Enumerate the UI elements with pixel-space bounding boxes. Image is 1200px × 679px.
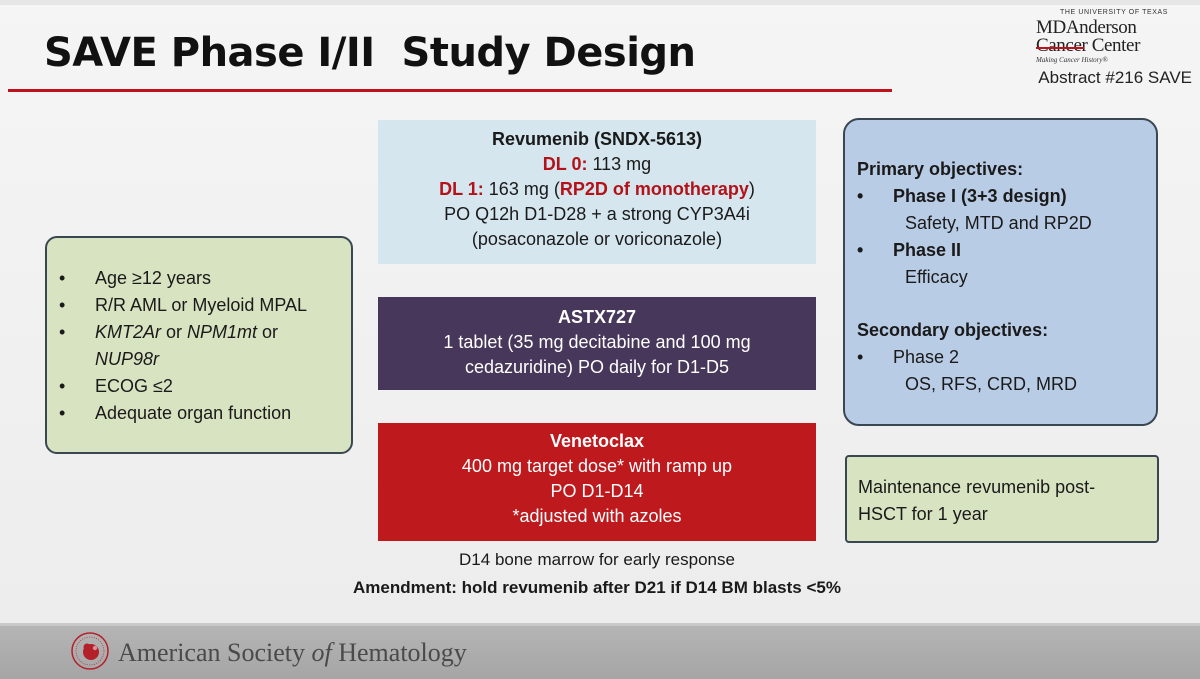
astx727-line2: cedazuridine) PO daily for D1-D5 — [464, 357, 730, 377]
phase2-detail: Efficacy — [905, 267, 968, 287]
revumenib-schedule: PO Q12h D1-D28 + a strong CYP3A4i — [444, 204, 750, 224]
bullet-icon: • — [857, 347, 864, 367]
md-anderson-logo: THE UNIVERSITY OF TEXAS MDAnderson Cance… — [1036, 9, 1167, 67]
revumenib-dl0: DL 0: 113 mg — [542, 154, 652, 174]
bullet-icon: • — [59, 295, 66, 315]
primary-objectives-heading: Primary objectives: — [857, 159, 1024, 179]
bullet-icon: • — [857, 240, 864, 260]
revumenib-box: Revumenib (SNDX-5613) DL 0: 113 mg DL 1:… — [378, 120, 816, 264]
list-item: •ECOG ≤2 — [59, 373, 351, 400]
list-item: •Phase II — [857, 237, 1156, 264]
logo-university: THE UNIVERSITY OF TEXAS — [1060, 9, 1169, 16]
venetoclax-box: Venetoclax 400 mg target dose* with ramp… — [378, 423, 816, 541]
bullet-icon: • — [857, 186, 864, 206]
revumenib-dl1: DL 1: 163 mg (RP2D of monotherapy) — [439, 179, 755, 199]
bullet-icon: • — [59, 376, 66, 396]
ash-seal-icon — [71, 632, 109, 670]
abstract-number: Abstract #216 SAVE — [1038, 68, 1192, 87]
eligibility-list: •Age ≥12 years •R/R AML or Myeloid MPAL … — [59, 265, 351, 427]
logo-name-line1: MDAnderson — [1036, 17, 1137, 38]
revumenib-title: Revumenib (SNDX-5613) — [491, 129, 703, 149]
phase1-detail: Safety, MTD and RP2D — [905, 213, 1092, 233]
maintenance-line2: HSCT for 1 year — [858, 504, 988, 524]
list-item: •Age ≥12 years — [59, 265, 351, 292]
amendment-note: Amendment: hold revumenib after D21 if D… — [353, 578, 841, 597]
list-item: •Phase 2 — [857, 344, 1156, 371]
logo-name-line2: Cancer Center — [1036, 35, 1140, 56]
logo-strike — [1036, 47, 1084, 49]
venetoclax-line1: 400 mg target dose* with ramp up — [461, 456, 733, 476]
objectives-box: Primary objectives: •Phase I (3+3 design… — [843, 118, 1158, 426]
list-item: •R/R AML or Myeloid MPAL — [59, 292, 351, 319]
list-item: •Adequate organ function — [59, 400, 351, 427]
title-underline — [8, 89, 892, 92]
footer-rule — [0, 623, 1200, 626]
astx727-line1: 1 tablet (35 mg decitabine and 100 mg — [443, 332, 751, 352]
venetoclax-title: Venetoclax — [549, 431, 645, 451]
spacer — [857, 291, 1156, 317]
venetoclax-line3: *adjusted with azoles — [512, 506, 682, 526]
bullet-icon: • — [59, 268, 66, 288]
logo-tagline: Making Cancer History® — [1036, 56, 1108, 64]
venetoclax-line2: PO D1-D14 — [550, 481, 644, 501]
ash-wordmark: American Society of Hematology — [118, 638, 467, 667]
maintenance-box: Maintenance revumenib post- HSCT for 1 y… — [845, 455, 1159, 543]
footer-bar — [0, 626, 1200, 679]
list-item: •Phase I (3+3 design) — [857, 183, 1156, 210]
astx727-title: ASTX727 — [557, 307, 637, 327]
secondary-objectives-heading: Secondary objectives: — [857, 320, 1049, 340]
bullet-icon: • — [59, 403, 66, 423]
top-rule — [0, 0, 1200, 5]
astx727-box: ASTX727 1 tablet (35 mg decitabine and 1… — [378, 297, 816, 390]
bullet-icon: • — [59, 322, 66, 342]
secondary-detail: OS, RFS, CRD, MRD — [905, 374, 1078, 394]
eligibility-box: •Age ≥12 years •R/R AML or Myeloid MPAL … — [45, 236, 353, 454]
revumenib-azoles: (posaconazole or voriconazole) — [471, 229, 723, 249]
maintenance-line1: Maintenance revumenib post- — [858, 477, 1096, 497]
slide-title: SAVE Phase I/II Study Design — [44, 30, 696, 76]
d14-note: D14 bone marrow for early response — [459, 550, 735, 569]
